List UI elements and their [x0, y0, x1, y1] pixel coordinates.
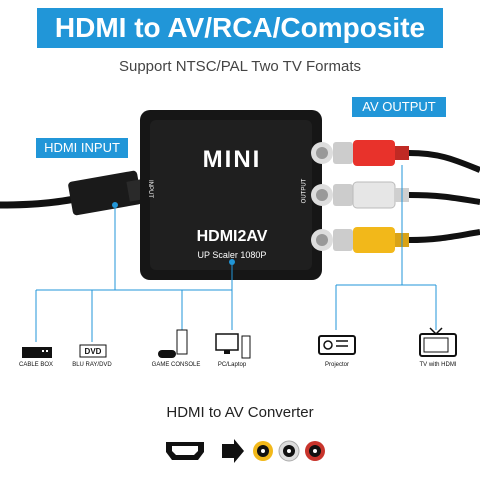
connector-lines — [35, 165, 437, 342]
av-output-label: AV OUTPUT — [352, 97, 446, 117]
source-label-dvd: BLU RAY/DVD — [72, 362, 112, 368]
rca-plug-white — [333, 181, 480, 209]
game-console-icon — [158, 329, 188, 358]
rca-sockets — [311, 142, 333, 251]
brand-text: MINI — [202, 146, 262, 173]
page-title: HDMI to AV/RCA/Composite — [54, 12, 426, 43]
model-text: HDMI2AV — [196, 228, 268, 245]
source-label-pc: PC/Laptop — [217, 362, 247, 368]
converter-title: HDMI to AV Converter — [166, 404, 314, 421]
dvd-badge: DVD — [84, 347, 102, 356]
output-label-tv: TV with HDMI — [419, 362, 457, 368]
header-bar — [37, 8, 443, 48]
rca-white-icon — [278, 440, 300, 462]
rca-plug-yellow — [333, 227, 480, 253]
hdmi-plug — [68, 170, 142, 216]
hdmi-input-label: HDMI INPUT — [36, 138, 128, 158]
projector-icon — [318, 335, 356, 355]
pc-icon — [215, 333, 251, 359]
input-port-label: INPUT — [147, 180, 153, 198]
tv-icon — [419, 327, 457, 357]
subtitle: Support NTSC/PAL Two TV Formats — [118, 58, 362, 75]
output-label-projector: Projector — [324, 362, 349, 368]
feature-text: UP Scaler 1080P — [197, 250, 267, 260]
arrow-right-icon — [222, 439, 244, 463]
source-label-game-console: GAME CONSOLE — [151, 362, 201, 368]
header-banner: HDMI to AV/RCA/Composite — [0, 0, 480, 52]
dvd-icon — [79, 344, 107, 358]
cable-box-icon — [22, 347, 52, 358]
hdmi-port-icon — [166, 442, 204, 460]
source-label-cable-box: CABLE BOX — [18, 362, 53, 368]
output-port-label: OUTPUT — [301, 178, 308, 204]
rca-plug-red — [333, 140, 480, 173]
rca-red-icon — [305, 441, 325, 461]
rca-yellow-icon — [253, 441, 273, 461]
